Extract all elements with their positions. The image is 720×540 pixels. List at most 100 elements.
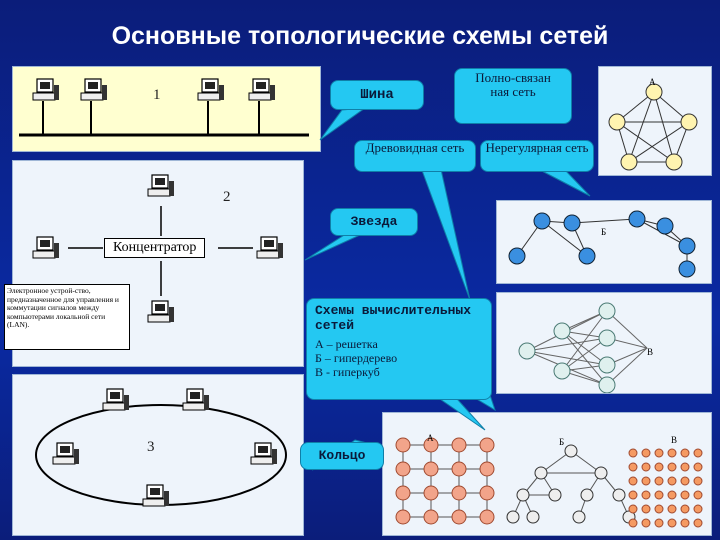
- graph-node: [654, 504, 664, 514]
- graph-node: [508, 247, 526, 265]
- graph-node: [533, 212, 551, 230]
- graph-node: [598, 302, 616, 320]
- schemes-heading: Схемы вычислительных сетей: [315, 303, 472, 333]
- graph-node: [628, 490, 638, 500]
- graph-node: [641, 448, 651, 458]
- graph-node: [680, 462, 690, 472]
- computer-icon: [32, 236, 59, 259]
- graph-node: [628, 476, 638, 486]
- graph-node: [518, 342, 536, 360]
- ring-label: Кольцо: [318, 448, 366, 463]
- graph-node: [451, 461, 467, 477]
- irregular-panel: Б: [496, 200, 712, 284]
- graph-node: [628, 518, 638, 528]
- scheme-item-a: А – решетка: [315, 337, 378, 351]
- graph-node: [680, 448, 690, 458]
- graph-node: [641, 490, 651, 500]
- computer-icon: [147, 300, 174, 323]
- graph-node: [423, 437, 439, 453]
- graph-node: [693, 462, 703, 472]
- graph-node: [479, 461, 495, 477]
- grid-label-v: В: [671, 435, 678, 445]
- graph-label-a: A: [649, 77, 656, 87]
- graph-node: [578, 247, 596, 265]
- bus-label: Шина: [360, 87, 394, 103]
- star-callout: Звезда: [330, 208, 418, 236]
- computer-icon: [80, 78, 107, 101]
- computer-icon: [52, 442, 79, 465]
- graph-node: [693, 476, 703, 486]
- grid-label-b: Б: [559, 437, 565, 447]
- graph-node: [423, 461, 439, 477]
- graph-node: [645, 83, 663, 101]
- graph-node: [395, 437, 411, 453]
- graph-node: [395, 461, 411, 477]
- graph-node: [598, 376, 616, 393]
- ring-panel: 3: [12, 374, 304, 536]
- star-label: Звезда: [350, 214, 398, 229]
- panel-number-1: 1: [153, 87, 161, 103]
- graph-node: [693, 518, 703, 528]
- graph-node: [608, 113, 626, 131]
- graph-node: [451, 509, 467, 525]
- graph-node: [423, 485, 439, 501]
- graph-node: [680, 518, 690, 528]
- schemes-callout: Схемы вычислительных сетей А – решетка Б…: [306, 298, 492, 400]
- graph-node: [678, 260, 696, 278]
- graph-node: [641, 504, 651, 514]
- graph-node: [641, 476, 651, 486]
- graph-node: [654, 448, 664, 458]
- tree-label: Древовидная сеть: [365, 140, 465, 155]
- ring-diagram: [35, 388, 287, 507]
- bus-callout: Шина: [330, 80, 424, 110]
- graph-node: [654, 476, 664, 486]
- graph-node: [594, 466, 608, 480]
- full-mesh-graph: [608, 83, 698, 171]
- computer-icon: [256, 236, 283, 259]
- star-diagram: [32, 174, 283, 323]
- graph-node: [534, 466, 548, 480]
- graph-node: [654, 518, 664, 528]
- graph-label-v: В: [647, 347, 654, 357]
- graph-node: [598, 329, 616, 347]
- irregular-graph: [508, 210, 696, 278]
- computer-icon: [147, 174, 174, 197]
- graph-node: [665, 153, 683, 171]
- graph-node: [680, 476, 690, 486]
- graph-node: [693, 448, 703, 458]
- hypercube-graph: [518, 302, 648, 393]
- graph-node: [395, 509, 411, 525]
- graph-node: [628, 210, 646, 228]
- graph-node: [667, 518, 677, 528]
- graph-label-b: Б: [601, 227, 607, 237]
- bus-panel: 1: [12, 66, 321, 152]
- graph-node: [680, 490, 690, 500]
- graph-node: [628, 448, 638, 458]
- graph-node: [656, 217, 674, 235]
- graph-node: [564, 444, 578, 458]
- computer-icon: [32, 78, 59, 101]
- graph-node: [654, 490, 664, 500]
- graph-node: [479, 437, 495, 453]
- page-title: Основные топологические схемы сетей: [111, 22, 609, 50]
- graph-node: [620, 153, 638, 171]
- graph-node: [693, 490, 703, 500]
- graph-node: [563, 214, 581, 232]
- graph-node: [667, 504, 677, 514]
- graph-node: [479, 485, 495, 501]
- panel-number-3: 3: [147, 439, 155, 455]
- graph-node: [451, 437, 467, 453]
- graph-node: [395, 485, 411, 501]
- graph-node: [548, 488, 562, 502]
- computer-icon: [248, 78, 275, 101]
- computer-icon: [182, 388, 209, 411]
- computer-icon: [142, 484, 169, 507]
- grid-label-a: А: [427, 433, 434, 443]
- panel-number-2: 2: [223, 189, 231, 205]
- concentrator-box: Концентратор: [104, 238, 206, 258]
- full-mesh-callout: Полно-связанная сеть: [454, 68, 572, 124]
- scheme-item-v: В - гиперкуб: [315, 365, 380, 379]
- graph-node: [628, 504, 638, 514]
- graph-node: [580, 488, 594, 502]
- full-mesh-panel: A: [598, 66, 712, 176]
